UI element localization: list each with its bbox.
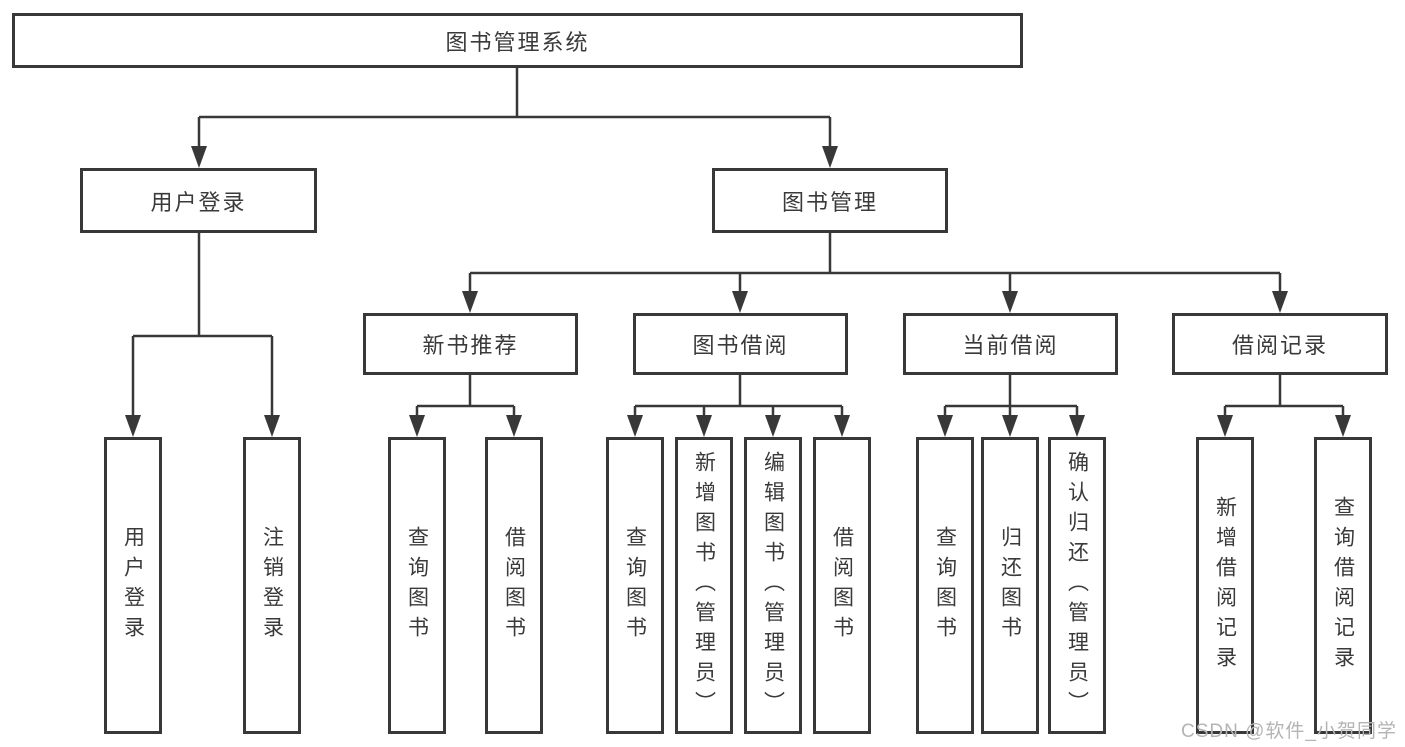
arrowhead-leaf-user-login <box>125 415 141 437</box>
arrowhead-leaf-return-book <box>1002 415 1018 437</box>
arrowhead-leaf-borrow-books-2 <box>834 415 850 437</box>
node-borrow-records: 借阅记录 <box>1172 313 1388 375</box>
leaf-add-book-admin-label: 新增图书（管理员） <box>692 450 716 721</box>
arrowhead-leaf-confirm-return <box>1069 415 1085 437</box>
node-current-borrow: 当前借阅 <box>903 313 1118 375</box>
leaf-query-borrow-record: 查询借阅记录 <box>1314 437 1372 734</box>
leaf-borrow-books-2-label: 借阅图书 <box>830 525 854 646</box>
leaf-query-books-3: 查询图书 <box>916 437 974 734</box>
arrowhead-leaf-query-books-3 <box>937 415 953 437</box>
leaf-query-books-1-label: 查询图书 <box>405 525 429 646</box>
leaf-edit-book-admin: 编辑图书（管理员） <box>744 437 802 734</box>
connector-book-borrow-children <box>633 375 844 419</box>
arrowhead-book-management <box>822 146 838 168</box>
leaf-query-books-1: 查询图书 <box>388 437 446 734</box>
node-root: 图书管理系统 <box>12 13 1023 68</box>
node-book-management: 图书管理 <box>712 168 948 233</box>
leaf-user-login: 用户登录 <box>104 437 162 734</box>
leaf-edit-book-admin-label: 编辑图书（管理员） <box>761 450 785 721</box>
leaf-confirm-return-admin: 确认归还（管理员） <box>1048 437 1106 734</box>
connector-current-borrow-children <box>943 375 1079 419</box>
leaf-return-book: 归还图书 <box>981 437 1039 734</box>
leaf-borrow-books-2: 借阅图书 <box>813 437 871 734</box>
leaf-query-books-2-label: 查询图书 <box>623 525 647 646</box>
node-user-login: 用户登录 <box>80 168 317 233</box>
leaf-query-books-2: 查询图书 <box>606 437 664 734</box>
leaf-borrow-books-1: 借阅图书 <box>485 437 543 734</box>
arrowhead-leaf-query-books-2 <box>627 415 643 437</box>
leaf-add-borrow-record-label: 新增借阅记录 <box>1213 495 1237 676</box>
node-new-book-recommend: 新书推荐 <box>363 313 578 375</box>
arrowhead-new-book-recommend <box>462 291 478 313</box>
arrowhead-leaf-query-borrow-record <box>1335 415 1351 437</box>
leaf-borrow-books-1-label: 借阅图书 <box>502 525 526 646</box>
leaf-query-borrow-record-label: 查询借阅记录 <box>1331 495 1355 676</box>
arrowhead-leaf-query-books-1 <box>409 415 425 437</box>
arrowhead-user-login <box>191 146 207 168</box>
arrowhead-leaf-borrow-books-1 <box>506 415 522 437</box>
connector-user-login-children <box>131 233 274 419</box>
connector-new-book-recommend-children <box>415 375 516 419</box>
arrowhead-current-borrow <box>1002 291 1018 313</box>
arrowhead-borrow-records <box>1272 291 1288 313</box>
arrowhead-book-borrow <box>732 291 748 313</box>
leaf-add-book-admin: 新增图书（管理员） <box>675 437 733 734</box>
arrowhead-leaf-logout <box>264 415 280 437</box>
arrowhead-leaf-add-borrow-record <box>1217 415 1233 437</box>
node-book-borrow: 图书借阅 <box>633 313 848 375</box>
leaf-logout: 注销登录 <box>243 437 301 734</box>
connector-root-to-level2 <box>197 68 832 150</box>
arrowhead-leaf-add-book <box>696 415 712 437</box>
leaf-return-book-label: 归还图书 <box>998 525 1022 646</box>
leaf-user-login-label: 用户登录 <box>121 525 145 646</box>
leaf-query-books-3-label: 查询图书 <box>933 525 957 646</box>
connector-borrow-records-children <box>1223 375 1345 419</box>
arrowhead-leaf-edit-book <box>765 415 781 437</box>
leaf-confirm-return-admin-label: 确认归还（管理员） <box>1065 450 1089 721</box>
leaf-add-borrow-record: 新增借阅记录 <box>1196 437 1254 734</box>
leaf-logout-label: 注销登录 <box>260 525 284 646</box>
watermark: CSDN @软件_小贺同学 <box>1181 721 1397 742</box>
connector-book-management-children <box>468 233 1282 295</box>
